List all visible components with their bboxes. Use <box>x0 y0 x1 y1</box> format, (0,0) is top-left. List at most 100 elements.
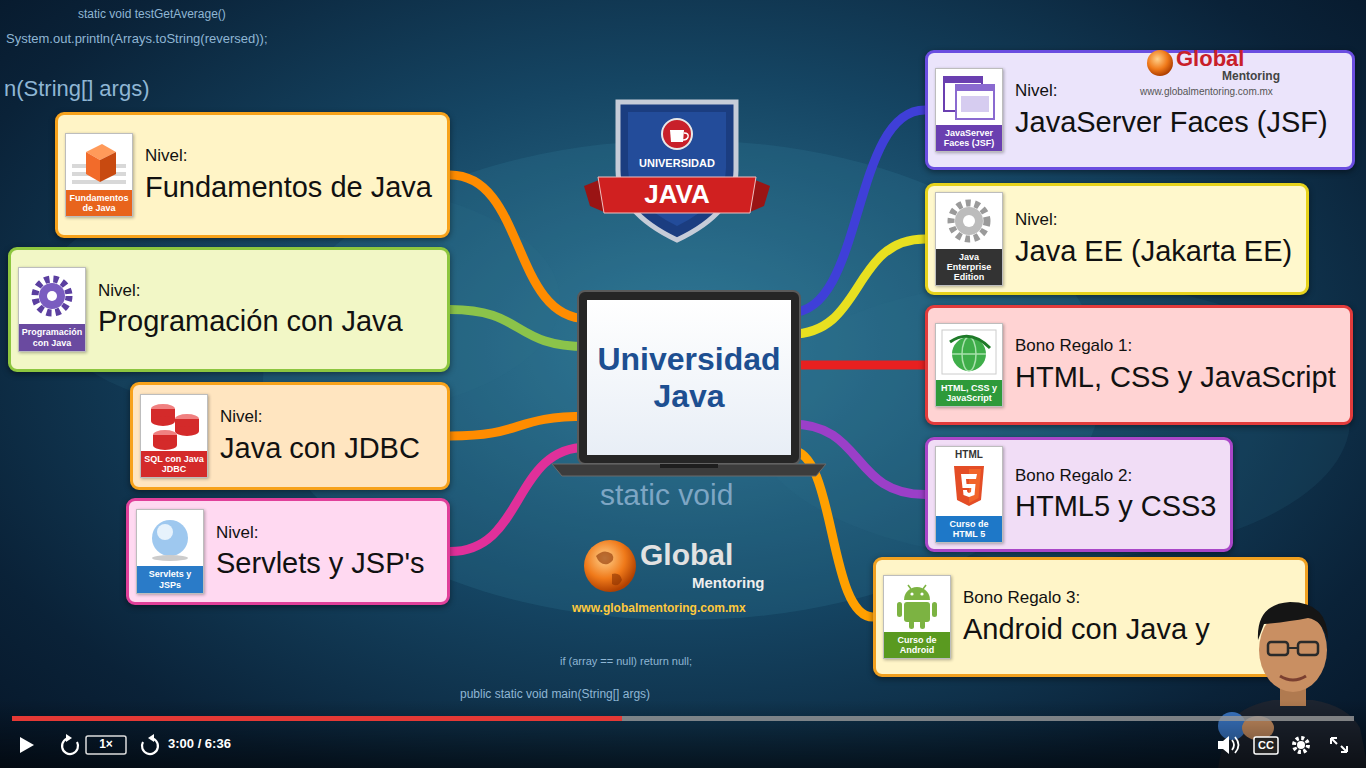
mindmap-branch <box>450 310 587 347</box>
volume-icon <box>1218 736 1229 754</box>
course-box: Java Enterprise Edition Nivel:Java EE (Ja… <box>925 183 1309 295</box>
course-text: Nivel: JavaServer Faces (JSF) <box>1015 81 1328 139</box>
course-icon: Fundamentos de Java <box>65 133 133 217</box>
speed-box <box>86 736 126 754</box>
label: UNIVERSIDAD <box>612 157 742 170</box>
level-heading: Nivel: <box>98 281 403 301</box>
course-text: Bono Regalo 2: HTML5 y CSS3 <box>1015 466 1216 524</box>
forward-arrow <box>148 734 154 742</box>
laptop-base <box>552 464 826 476</box>
course-icon: SQL con Java JDBC <box>140 394 208 478</box>
icon-caption: Programación con Java <box>19 324 85 350</box>
course-text: Nivel: Programación con Java <box>98 281 403 339</box>
control-shade <box>0 700 1366 768</box>
course-icon: Servlets y JSPs <box>136 509 204 593</box>
label: n(String[] args) <box>4 76 150 101</box>
icon-caption: Servlets y JSPs <box>137 566 203 592</box>
level-heading: Nivel: <box>1015 81 1328 101</box>
fullscreen-icon <box>1331 738 1347 752</box>
laptop-notch <box>660 464 718 468</box>
course-title: Servlets y JSP's <box>216 547 425 580</box>
level-heading: Nivel: <box>216 523 425 543</box>
course-title: JavaServer Faces (JSF) <box>1015 106 1328 139</box>
course-box: HTML, CSS y JavaScript Bono Regalo 1: HTML… <box>925 305 1353 425</box>
mindmap-branch <box>450 416 587 436</box>
level-heading: Nivel: <box>220 407 420 427</box>
course-text: Bono Regalo 3: Android con Java y <box>963 588 1210 646</box>
course-icon: Programación con Java <box>18 267 86 351</box>
icon-caption: SQL con Java JDBC <box>141 451 207 477</box>
progress-played <box>12 716 622 721</box>
level-heading: Nivel: <box>145 146 432 166</box>
course-icon-picture <box>66 134 132 190</box>
course-box: SQL con Java JDBC Nivel: Java con JDBC <box>130 382 450 490</box>
course-box: Fundamentos de Java Nivel: Fundamentos de … <box>55 112 450 238</box>
course-title: Android con Java y <box>963 613 1210 646</box>
course-icon-picture <box>936 69 1002 125</box>
volume-waves <box>1232 737 1239 753</box>
laptop-bezel <box>578 291 800 464</box>
mindmap-branch <box>791 239 925 334</box>
icon-caption: Curso de Android <box>884 632 950 658</box>
play-icon <box>20 737 34 753</box>
icon-title: HTML <box>936 447 1002 460</box>
progress-track <box>12 716 1354 721</box>
course-icon: Curso de Android <box>883 575 951 659</box>
label: public static void main(String[] args) <box>460 688 650 702</box>
label: Mentoring <box>692 574 765 591</box>
course-icon-picture <box>936 460 1002 516</box>
mindmap-branch <box>791 361 925 370</box>
course-box: Curso de Android Bono Regalo 3: Android co… <box>873 557 1308 677</box>
course-icon-picture <box>936 324 1002 380</box>
replay-icon <box>62 738 78 754</box>
course-title: HTML5 y CSS3 <box>1015 490 1216 523</box>
course-text: Nivel: Java con JDBC <box>220 407 420 465</box>
level-heading: Bono Regalo 3: <box>963 588 1210 608</box>
icon-caption: HTML, CSS y JavaScript <box>936 380 1002 406</box>
course-box: Servlets y JSPs Nivel: Servlets y JSP's <box>126 498 450 605</box>
replay-arrow <box>66 734 72 742</box>
icon-caption: Curso de HTML 5 <box>936 516 1002 542</box>
label: System.out.println(Arrays.toString(rever… <box>6 32 268 47</box>
course-text: Nivel: Fundamentos de Java <box>145 146 432 204</box>
course-title: Java con JDBC <box>220 432 420 465</box>
label: JAVA <box>612 180 742 210</box>
level-heading: Nivel: <box>1015 210 1292 230</box>
course-text: Bono Regalo 1: HTML, CSS y JavaScript <box>1015 336 1336 394</box>
course-icon-picture <box>19 268 85 324</box>
label: if (array == null) return null; <box>560 655 692 668</box>
course-icon: HTML, CSS y JavaScript <box>935 323 1003 407</box>
course-icon: Java Enterprise Edition <box>935 192 1003 286</box>
course-icon: JavaServer Faces (JSF) <box>935 68 1003 152</box>
global-mentoring-logo <box>584 540 636 592</box>
laptop-screen-node: Universidad Java <box>587 300 791 455</box>
course-icon-picture <box>884 576 950 632</box>
java-shield-badge <box>584 102 770 240</box>
course-icon-picture <box>936 193 1002 249</box>
course-icon-picture <box>137 510 203 566</box>
course-text: Nivel: Servlets y JSP's <box>216 523 425 581</box>
label: www.globalmentoring.com.mx <box>572 602 746 616</box>
label: Global <box>640 538 733 573</box>
mindmap-branch <box>450 175 587 319</box>
course-title: HTML, CSS y JavaScript <box>1015 361 1336 394</box>
icon-caption: Fundamentos de Java <box>66 190 132 216</box>
cc-box <box>1254 737 1278 754</box>
course-title: Programación con Java <box>98 305 403 338</box>
icon-caption: Java Enterprise Edition <box>936 249 1002 285</box>
level-heading: Bono Regalo 1: <box>1015 336 1336 356</box>
gear-core <box>1297 741 1305 749</box>
forward-icon <box>142 738 158 754</box>
gear-icon <box>1294 738 1308 752</box>
course-text: Nivel:Java EE (Jakarta EE) <box>1015 210 1292 268</box>
level-heading: Bono Regalo 2: <box>1015 466 1216 486</box>
course-box: Programación con Java Nivel: Programación … <box>8 247 450 372</box>
course-box: JavaServer Faces (JSF) Nivel: JavaServer F… <box>925 50 1355 170</box>
icon-caption: JavaServer Faces (JSF) <box>936 125 1002 151</box>
label: static void <box>600 478 733 513</box>
course-icon-picture <box>141 395 207 451</box>
course-title: Fundamentos de Java <box>145 171 432 204</box>
hub-title: Universidad Java <box>593 341 785 415</box>
